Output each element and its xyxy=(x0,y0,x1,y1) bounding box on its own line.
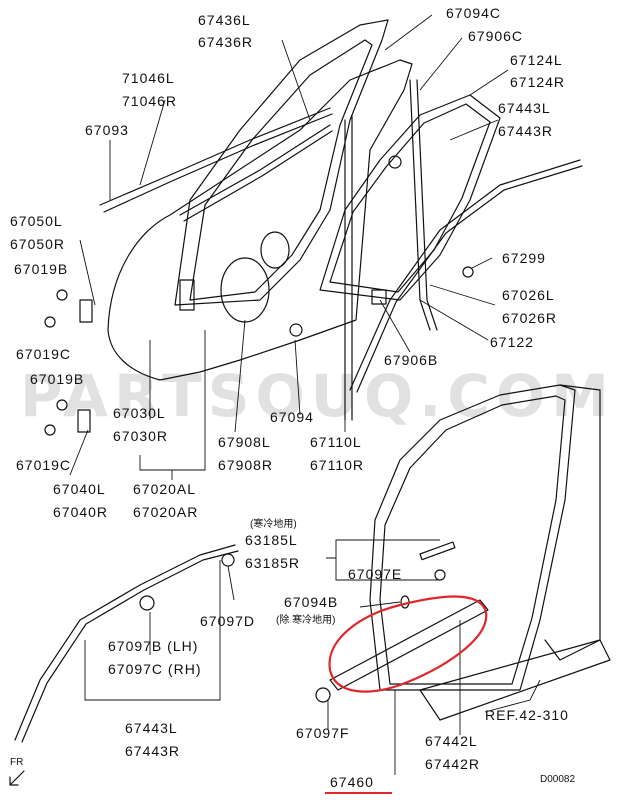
roof-drip-molding xyxy=(14,544,236,741)
label-67299[interactable]: 67299 xyxy=(502,250,546,266)
clip-67097f xyxy=(315,687,331,703)
watermark: PARTSOUQ.COM xyxy=(20,362,615,430)
speaker-hole xyxy=(220,257,270,323)
label-67019b-bot[interactable]: 67019B xyxy=(30,371,85,387)
label-67093[interactable]: 67093 xyxy=(85,122,129,138)
window-frame-outer xyxy=(174,19,389,306)
label-67460[interactable]: 67460 xyxy=(330,774,374,790)
label-ref-42-310[interactable]: REF.42-310 xyxy=(485,707,569,723)
label-67097c-rh[interactable]: 67097C (RH) xyxy=(108,661,202,677)
note-cold-region: (寒冷地用) xyxy=(250,519,297,530)
label-67030r[interactable]: 67030R xyxy=(113,428,169,444)
label-67019c-bot[interactable]: 67019C xyxy=(16,457,72,473)
label-67026r[interactable]: 67026R xyxy=(502,310,558,326)
body-pillar xyxy=(544,384,601,661)
door-glass-inner xyxy=(329,103,491,293)
inner-weatherstrip xyxy=(179,124,331,216)
bolt-67019b-top xyxy=(56,289,68,301)
label-67443l-bot[interactable]: 67443L xyxy=(125,720,178,736)
front-marker-label: FR xyxy=(10,757,24,768)
pillar-molding-top xyxy=(349,159,581,391)
label-67094c[interactable]: 67094C xyxy=(446,5,502,21)
label-67906c[interactable]: 67906C xyxy=(468,28,524,44)
label-67050l[interactable]: 67050L xyxy=(10,213,63,229)
label-67040r[interactable]: 67040R xyxy=(53,504,109,520)
highlight-loop xyxy=(328,595,488,693)
bolt-67299 xyxy=(462,266,474,278)
strip-63185 xyxy=(419,541,456,561)
label-67436r[interactable]: 67436R xyxy=(198,34,254,50)
note-excl-cold-region: (除 寒冷地用) xyxy=(276,615,336,626)
label-67026l[interactable]: 67026L xyxy=(502,287,555,303)
label-67436l[interactable]: 67436L xyxy=(198,12,251,28)
bolt-67019c-bot xyxy=(44,424,56,436)
label-67040l[interactable]: 67040L xyxy=(53,481,106,497)
bolt-67019c-top xyxy=(44,316,56,328)
label-67443r-bot[interactable]: 67443R xyxy=(125,743,181,759)
diagram-code: D00082 xyxy=(540,774,576,785)
label-67908l[interactable]: 67908L xyxy=(218,434,271,450)
label-67122[interactable]: 67122 xyxy=(490,334,534,350)
label-67442l[interactable]: 67442L xyxy=(425,733,478,749)
clip-67097b xyxy=(139,595,155,611)
label-63185r[interactable]: 63185R xyxy=(245,555,301,571)
plug-67094c xyxy=(388,155,402,169)
label-63185l[interactable]: 63185L xyxy=(245,532,298,548)
label-67094b[interactable]: 67094B xyxy=(284,594,339,610)
lock-bracket xyxy=(179,279,195,311)
label-67050r[interactable]: 67050R xyxy=(10,236,66,252)
label-67908r[interactable]: 67908R xyxy=(218,457,274,473)
door-panel-outline xyxy=(107,59,413,381)
label-67906b[interactable]: 67906B xyxy=(384,352,439,368)
label-71046l[interactable]: 71046L xyxy=(122,70,175,86)
label-67030l[interactable]: 67030L xyxy=(113,405,166,421)
label-67020ar[interactable]: 67020AR xyxy=(133,504,199,520)
label-67020al[interactable]: 67020AL xyxy=(133,481,197,497)
belt-molding xyxy=(99,107,331,206)
service-hole xyxy=(260,231,290,269)
clip-67097e xyxy=(434,569,446,581)
door-glass xyxy=(319,94,501,301)
label-67124l[interactable]: 67124L xyxy=(510,52,563,68)
label-67019b-top[interactable]: 67019B xyxy=(14,261,69,277)
clip-67094 xyxy=(289,323,303,337)
label-67019c-top[interactable]: 67019C xyxy=(16,346,72,362)
door-opening-weatherstrip xyxy=(369,384,576,691)
label-67124r[interactable]: 67124R xyxy=(510,74,566,90)
scuff-plate xyxy=(329,599,489,691)
clip-67097d xyxy=(221,553,235,567)
label-67097e[interactable]: 67097E xyxy=(348,566,403,582)
label-67442r[interactable]: 67442R xyxy=(425,756,481,772)
label-67110r[interactable]: 67110R xyxy=(310,457,365,473)
label-67094[interactable]: 67094 xyxy=(270,409,314,425)
label-71046r[interactable]: 71046R xyxy=(122,93,178,109)
clip-67906b xyxy=(371,289,387,305)
label-67443r-top[interactable]: 67443R xyxy=(498,123,554,139)
hinge-lower xyxy=(77,409,91,433)
bolt-67019b-bot xyxy=(56,399,68,411)
hinge-upper xyxy=(79,299,93,323)
label-67097f[interactable]: 67097F xyxy=(296,725,350,741)
label-67097d[interactable]: 67097D xyxy=(200,613,256,629)
label-67110l[interactable]: 67110L xyxy=(310,434,362,450)
label-67097b-lh[interactable]: 67097B (LH) xyxy=(108,638,199,654)
front-arrow xyxy=(9,770,25,786)
label-67443l-top[interactable]: 67443L xyxy=(498,100,551,116)
